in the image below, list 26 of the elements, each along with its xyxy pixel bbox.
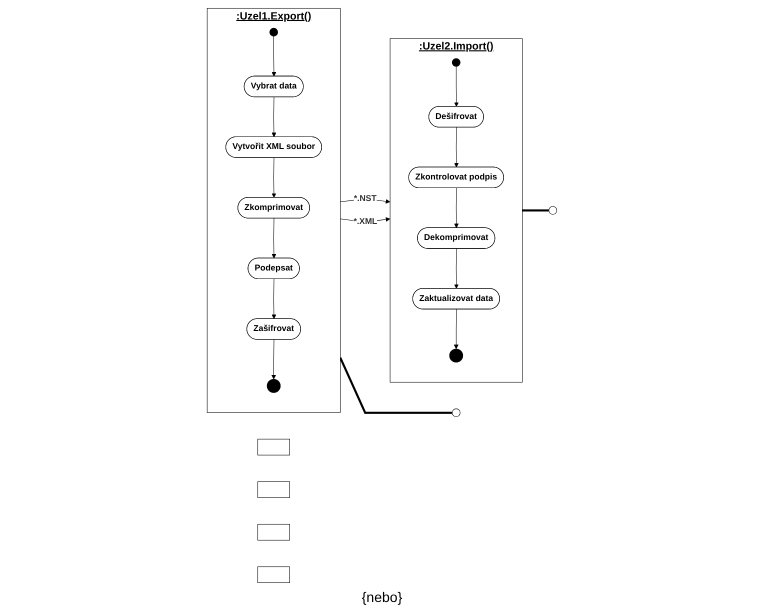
arrow xyxy=(454,127,459,168)
arrow xyxy=(272,36,276,77)
edge-label: *.XML xyxy=(354,217,378,226)
arrow xyxy=(272,96,276,138)
arrow xyxy=(454,188,459,228)
node-circle xyxy=(269,28,278,36)
connector xyxy=(522,209,549,212)
arrow xyxy=(454,248,459,289)
arrow xyxy=(272,278,276,320)
arrow xyxy=(272,218,276,258)
node-circle xyxy=(266,379,281,393)
node-box xyxy=(258,524,290,540)
arrow xyxy=(271,339,276,380)
constraint-note: {nebo} xyxy=(362,589,402,605)
node-circle xyxy=(452,408,460,418)
node-box xyxy=(258,566,290,583)
edge-label: *.NST xyxy=(354,194,377,203)
arrow xyxy=(454,66,459,107)
node-circle xyxy=(449,348,464,363)
node-circle xyxy=(548,206,558,215)
node-box xyxy=(258,481,290,498)
arrow xyxy=(454,309,459,350)
node-circle xyxy=(452,58,460,67)
node-box xyxy=(258,438,290,456)
arrow xyxy=(272,157,276,198)
connector xyxy=(339,357,452,414)
